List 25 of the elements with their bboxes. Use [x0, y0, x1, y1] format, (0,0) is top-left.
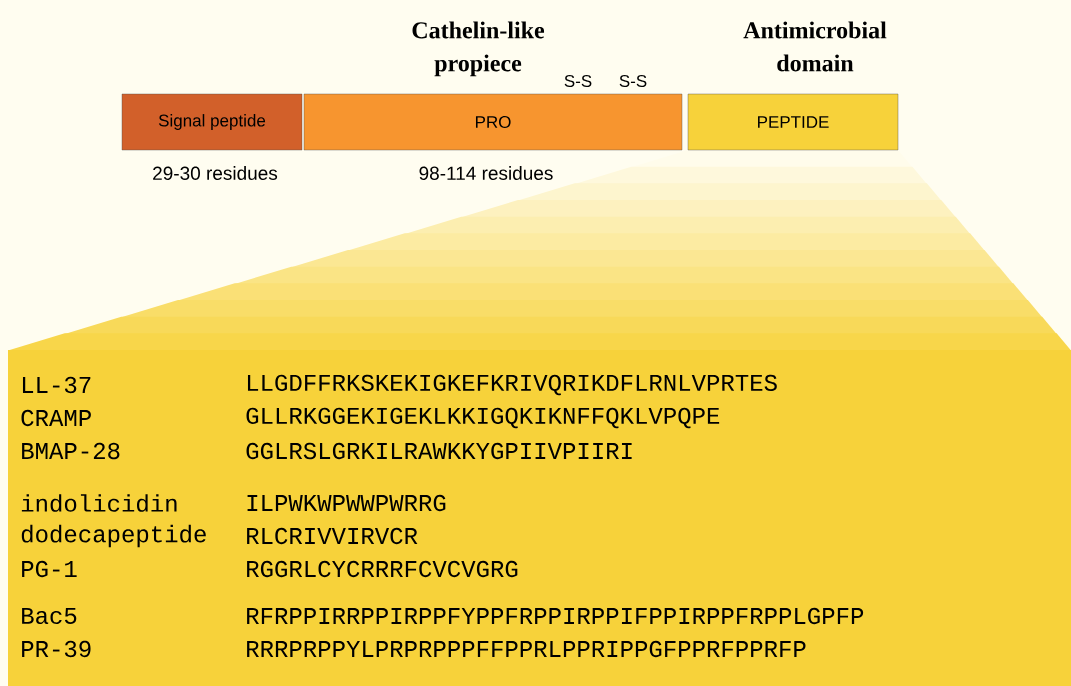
- disulfide-label: S-S: [619, 75, 647, 88]
- peptide-box: PEPTIDE: [687, 93, 899, 151]
- section-heading: Cathelin-like propiece: [412, 21, 545, 77]
- section-heading: Antimicrobial domain: [743, 21, 887, 72]
- amino-acid-sequence: GGLRSLGRKILRAWKKYGPIIVPIIRI: [246, 442, 632, 460]
- peptide-name: LL-37: [23, 376, 91, 394]
- signal-peptide-box: Signal peptide: [121, 93, 303, 151]
- peptide-name: indolicidin: [21, 494, 177, 512]
- peptide-name: PG-1: [22, 560, 77, 578]
- amino-acid-sequence: GLLRKGGEKIGEKLKKIGQKIKNFFQKLVPQPE: [246, 407, 720, 429]
- amino-acid-sequence: RLCRIVVIRVCR: [247, 527, 418, 545]
- residue-count: 98-114 residues: [419, 166, 553, 180]
- peptide-name: PR-39: [22, 640, 91, 658]
- peptide-name: dodecapeptide: [21, 524, 206, 548]
- amino-acid-sequence: RGGRLCYCRRRFCVCVGRG: [247, 560, 518, 578]
- residue-count: 29-30 residues: [153, 166, 278, 180]
- amino-acid-sequence: RRRPRPPYLPRPRPPPFFPPRLPPRIPPGFPPRFPPRFP: [247, 640, 806, 658]
- peptide-name: BMAP-28: [22, 442, 120, 460]
- peptide-name: Bac5: [22, 608, 77, 625]
- amino-acid-sequence: RFRPPIRRPPIRPPFYPPFRPPIRPPIFPPIRPPFRPPLGPFP: [247, 607, 864, 625]
- sequence-panel: [8, 350, 1071, 686]
- amino-acid-sequence: LLGDFFRKSKEKIGKEFKRIVQRIKDFLRNLVPRTES: [248, 374, 777, 396]
- propiece-box: PRO: [303, 93, 683, 151]
- peptide-name: CRAMP: [21, 409, 91, 427]
- amino-acid-sequence: ILPWKWPWWPWRRG: [247, 494, 446, 512]
